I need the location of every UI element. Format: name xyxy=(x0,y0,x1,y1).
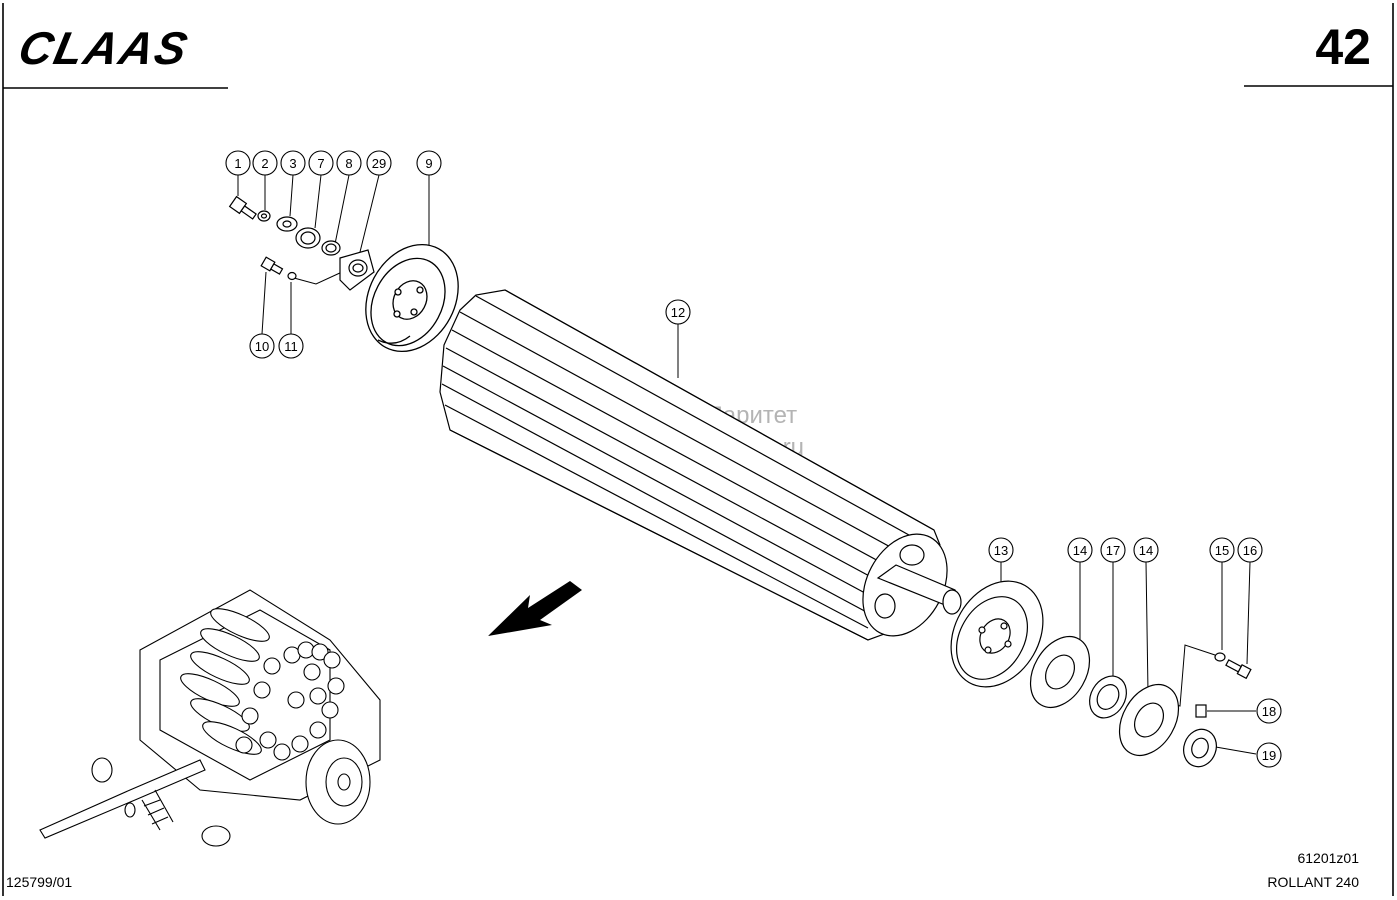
callout-2: 2 xyxy=(252,150,278,176)
svg-text:2: 2 xyxy=(261,156,268,171)
svg-text:17: 17 xyxy=(1106,543,1120,558)
callout-12: 12 xyxy=(665,299,691,325)
ladder xyxy=(141,789,174,831)
nut-11 xyxy=(287,271,297,281)
setscrew-18 xyxy=(1195,704,1207,718)
callout-13: 13 xyxy=(988,537,1014,563)
bolt-16 xyxy=(1225,659,1252,680)
bearing-17 xyxy=(1089,675,1127,719)
document-number: 125799/01 xyxy=(6,874,73,890)
callout-19: 19 xyxy=(1256,742,1282,768)
bolt-1 xyxy=(228,195,257,220)
svg-text:18: 18 xyxy=(1262,704,1276,719)
nut-15 xyxy=(1214,652,1226,662)
figure-code: 61201z01 xyxy=(1297,850,1359,866)
callout-17: 17 xyxy=(1100,537,1126,563)
plate-14a xyxy=(1029,636,1091,708)
callout-16: 16 xyxy=(1237,537,1263,563)
callout-11: 11 xyxy=(278,333,304,359)
page-number: 42 xyxy=(1315,19,1371,75)
direction-arrow xyxy=(488,581,582,636)
svg-text:16: 16 xyxy=(1243,543,1257,558)
svg-text:3: 3 xyxy=(289,156,296,171)
roller-ends xyxy=(235,641,345,761)
roller-12 xyxy=(439,289,962,641)
machine-overview xyxy=(39,589,381,847)
frame xyxy=(2,3,1394,896)
callout-9: 9 xyxy=(416,150,442,176)
svg-text:15: 15 xyxy=(1215,543,1229,558)
svg-text:10: 10 xyxy=(255,339,269,354)
claas-logo: CLAAS xyxy=(14,22,193,73)
small-parts-right xyxy=(950,580,1252,768)
model-name: ROLLANT 240 xyxy=(1267,874,1359,890)
svg-text:12: 12 xyxy=(671,305,685,320)
flange-13 xyxy=(950,580,1044,688)
svg-text:13: 13 xyxy=(994,543,1008,558)
callouts: 1 2 3 7 8 29 9 10 11 12 13 14 17 14 15 1… xyxy=(225,150,1282,768)
callout-15: 15 xyxy=(1209,537,1235,563)
svg-text:29: 29 xyxy=(372,156,386,171)
svg-text:9: 9 xyxy=(425,156,432,171)
svg-text:14: 14 xyxy=(1073,543,1087,558)
svg-text:7: 7 xyxy=(317,156,324,171)
svg-text:19: 19 xyxy=(1262,748,1276,763)
svg-text:1: 1 xyxy=(234,156,241,171)
callout-7: 7 xyxy=(308,150,334,176)
callout-10: 10 xyxy=(249,333,275,359)
pulley-9 xyxy=(365,243,459,353)
collar-19 xyxy=(1183,728,1217,768)
callout-3: 3 xyxy=(280,150,306,176)
svg-text:11: 11 xyxy=(284,339,298,354)
callout-14b: 14 xyxy=(1133,537,1159,563)
callout-18: 18 xyxy=(1256,698,1282,724)
plate-14b xyxy=(1118,684,1180,756)
svg-text:8: 8 xyxy=(345,156,352,171)
callout-29: 29 xyxy=(366,150,392,176)
leader-lines xyxy=(237,174,1257,755)
callout-1: 1 xyxy=(225,150,251,176)
svg-text:14: 14 xyxy=(1139,543,1153,558)
small-parts-left xyxy=(228,195,375,291)
bolt-10 xyxy=(260,256,284,275)
drawbar xyxy=(39,759,206,839)
callout-8: 8 xyxy=(336,150,362,176)
callout-14a: 14 xyxy=(1067,537,1093,563)
